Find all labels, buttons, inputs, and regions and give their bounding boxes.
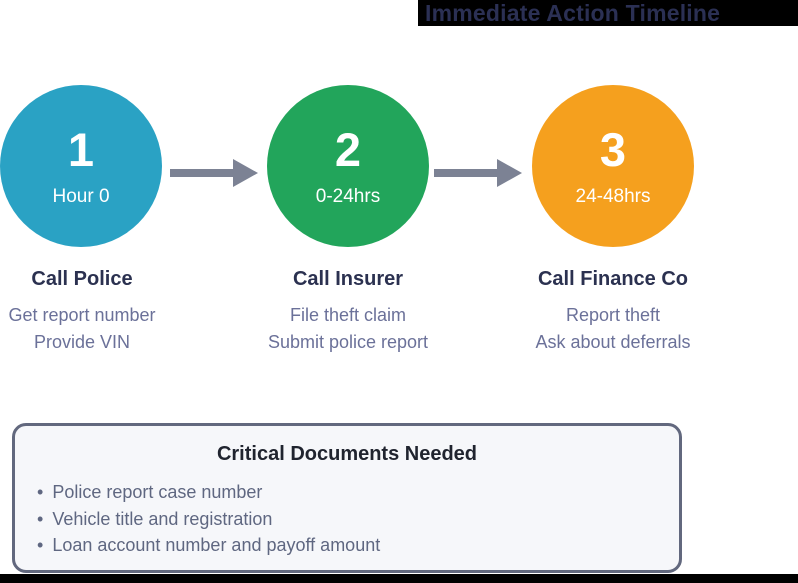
page-title: Immediate Action Timeline	[425, 0, 721, 26]
critical-documents-box: Critical Documents Needed • Police report…	[12, 423, 682, 573]
step-3-timeframe: 24-48hrs	[575, 186, 651, 207]
bottom-strip	[0, 574, 798, 583]
arrow-head-icon	[233, 159, 258, 187]
bullet-icon: •	[37, 508, 44, 529]
bullet-icon: •	[37, 535, 44, 555]
bullet-icon: •	[37, 482, 44, 502]
title-band: Immediate Action Timeline	[418, 0, 798, 26]
document-item: • Vehicle title and registration	[37, 506, 679, 533]
document-item: • Police report case number	[37, 479, 679, 506]
step-1-details: Call Police Get report number Provide VI…	[0, 268, 197, 356]
step-3-number: 3	[599, 123, 627, 176]
step-2-detail-line: File theft claim	[289, 305, 407, 325]
step-2-timeframe: 0-24hrs	[315, 186, 381, 207]
step-1-detail-line: Provide VIN	[33, 332, 131, 352]
step-3-details: Call Finance Co Report theft Ask about d…	[498, 268, 728, 356]
document-item: • Loan account number and payoff amount	[37, 532, 679, 559]
step-1-heading: Call Police	[31, 268, 133, 290]
arrow-head-icon	[497, 159, 522, 187]
documents-list: • Police report case number • Vehicle titl…	[15, 479, 679, 559]
step-2-detail-line: Submit police report	[267, 332, 429, 352]
step-2-number: 2	[334, 123, 362, 176]
step-3-heading: Call Finance Co	[537, 268, 689, 290]
document-item-text: Police report case number	[52, 482, 263, 502]
step-1-timeframe: Hour 0	[52, 186, 110, 207]
step-3-detail-line: Report theft	[565, 305, 661, 325]
step-1-detail-line: Get report number	[8, 305, 156, 325]
document-item-text: Loan account number and payoff amount	[52, 535, 381, 555]
step-1-circle: 1 Hour 0	[0, 85, 162, 247]
document-item-text: Vehicle title and registration	[52, 508, 273, 529]
documents-box-title: Critical Documents Needed	[216, 443, 478, 465]
step-2-circle: 2 0-24hrs	[267, 85, 429, 247]
step-2-details: Call Insurer File theft claim Submit pol…	[233, 268, 463, 356]
arrow-shaft	[434, 169, 497, 177]
step-2-heading: Call Insurer	[292, 268, 404, 290]
step-1-number: 1	[67, 123, 95, 176]
step-3-circle: 3 24-48hrs	[532, 85, 694, 247]
step-3-detail-line: Ask about deferrals	[535, 332, 691, 352]
arrow-shaft	[170, 169, 233, 177]
